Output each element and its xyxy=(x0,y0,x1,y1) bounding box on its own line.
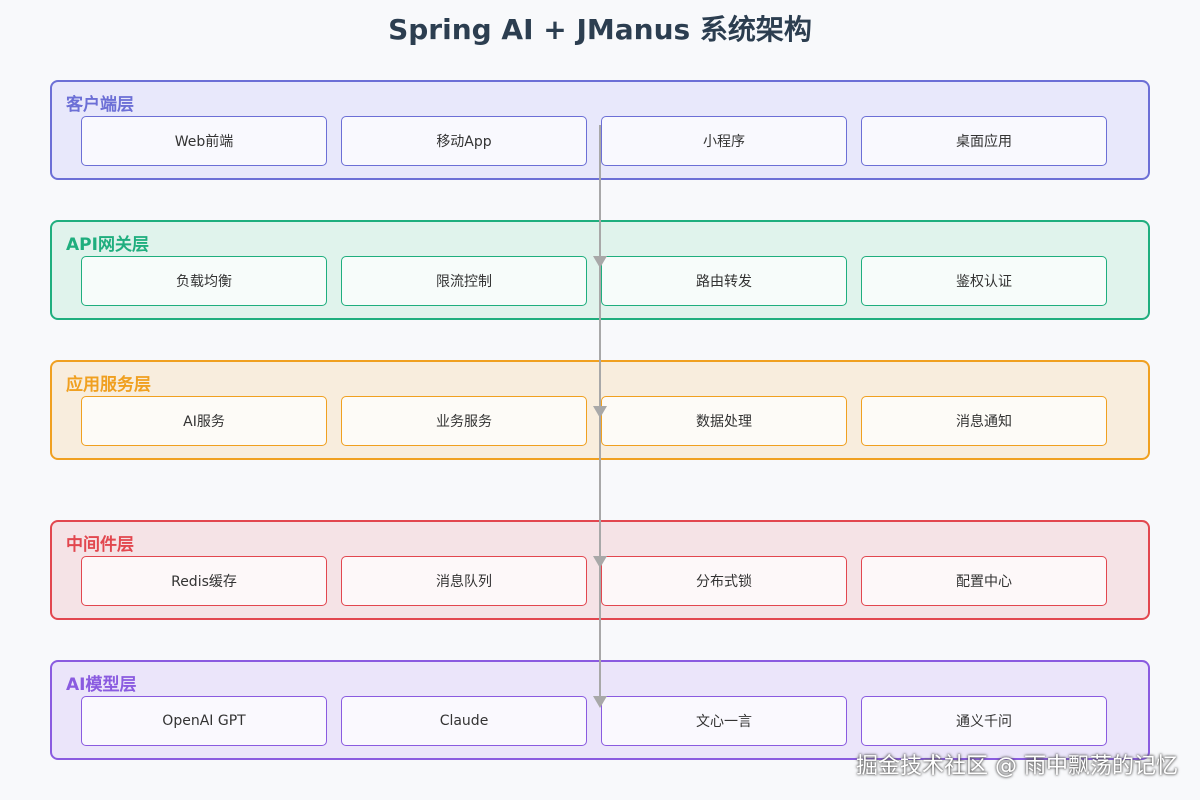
layer-label-client: 客户端层 xyxy=(66,95,134,115)
node-tongyi-qianwen[interactable]: 通义千问 xyxy=(861,696,1107,746)
layer-label-api-gateway: API网关层 xyxy=(66,235,149,255)
node-routing[interactable]: 路由转发 xyxy=(601,256,847,306)
node-ai-service[interactable]: AI服务 xyxy=(81,396,327,446)
node-message-queue[interactable]: 消息队列 xyxy=(341,556,587,606)
layer-api-gateway: API网关层 负载均衡 限流控制 路由转发 鉴权认证 xyxy=(50,220,1150,320)
node-message-notification[interactable]: 消息通知 xyxy=(861,396,1107,446)
layer-ai-models: AI模型层 OpenAI GPT Claude 文心一言 通义千问 xyxy=(50,660,1150,760)
layer-client: 客户端层 Web前端 移动App 小程序 桌面应用 xyxy=(50,80,1150,180)
node-data-processing[interactable]: 数据处理 xyxy=(601,396,847,446)
node-redis-cache[interactable]: Redis缓存 xyxy=(81,556,327,606)
node-claude[interactable]: Claude xyxy=(341,696,587,746)
watermark: 掘金技术社区 @ 雨中飘荡的记忆 xyxy=(856,754,1178,779)
node-mini-program[interactable]: 小程序 xyxy=(601,116,847,166)
node-config-center[interactable]: 配置中心 xyxy=(861,556,1107,606)
layer-middleware: 中间件层 Redis缓存 消息队列 分布式锁 配置中心 xyxy=(50,520,1150,620)
layer-label-ai-models: AI模型层 xyxy=(66,675,137,695)
node-rate-limiting[interactable]: 限流控制 xyxy=(341,256,587,306)
node-wenxin-yiyan[interactable]: 文心一言 xyxy=(601,696,847,746)
layer-app-services: 应用服务层 AI服务 业务服务 数据处理 消息通知 xyxy=(50,360,1150,460)
node-business-service[interactable]: 业务服务 xyxy=(341,396,587,446)
node-web-frontend[interactable]: Web前端 xyxy=(81,116,327,166)
node-openai-gpt[interactable]: OpenAI GPT xyxy=(81,696,327,746)
node-desktop-app[interactable]: 桌面应用 xyxy=(861,116,1107,166)
diagram-title: Spring AI + JManus 系统架构 xyxy=(388,13,812,46)
node-mobile-app[interactable]: 移动App xyxy=(341,116,587,166)
node-authentication[interactable]: 鉴权认证 xyxy=(861,256,1107,306)
node-load-balancing[interactable]: 负载均衡 xyxy=(81,256,327,306)
node-distributed-lock[interactable]: 分布式锁 xyxy=(601,556,847,606)
layer-label-middleware: 中间件层 xyxy=(66,535,134,555)
layer-label-app-services: 应用服务层 xyxy=(66,375,151,395)
